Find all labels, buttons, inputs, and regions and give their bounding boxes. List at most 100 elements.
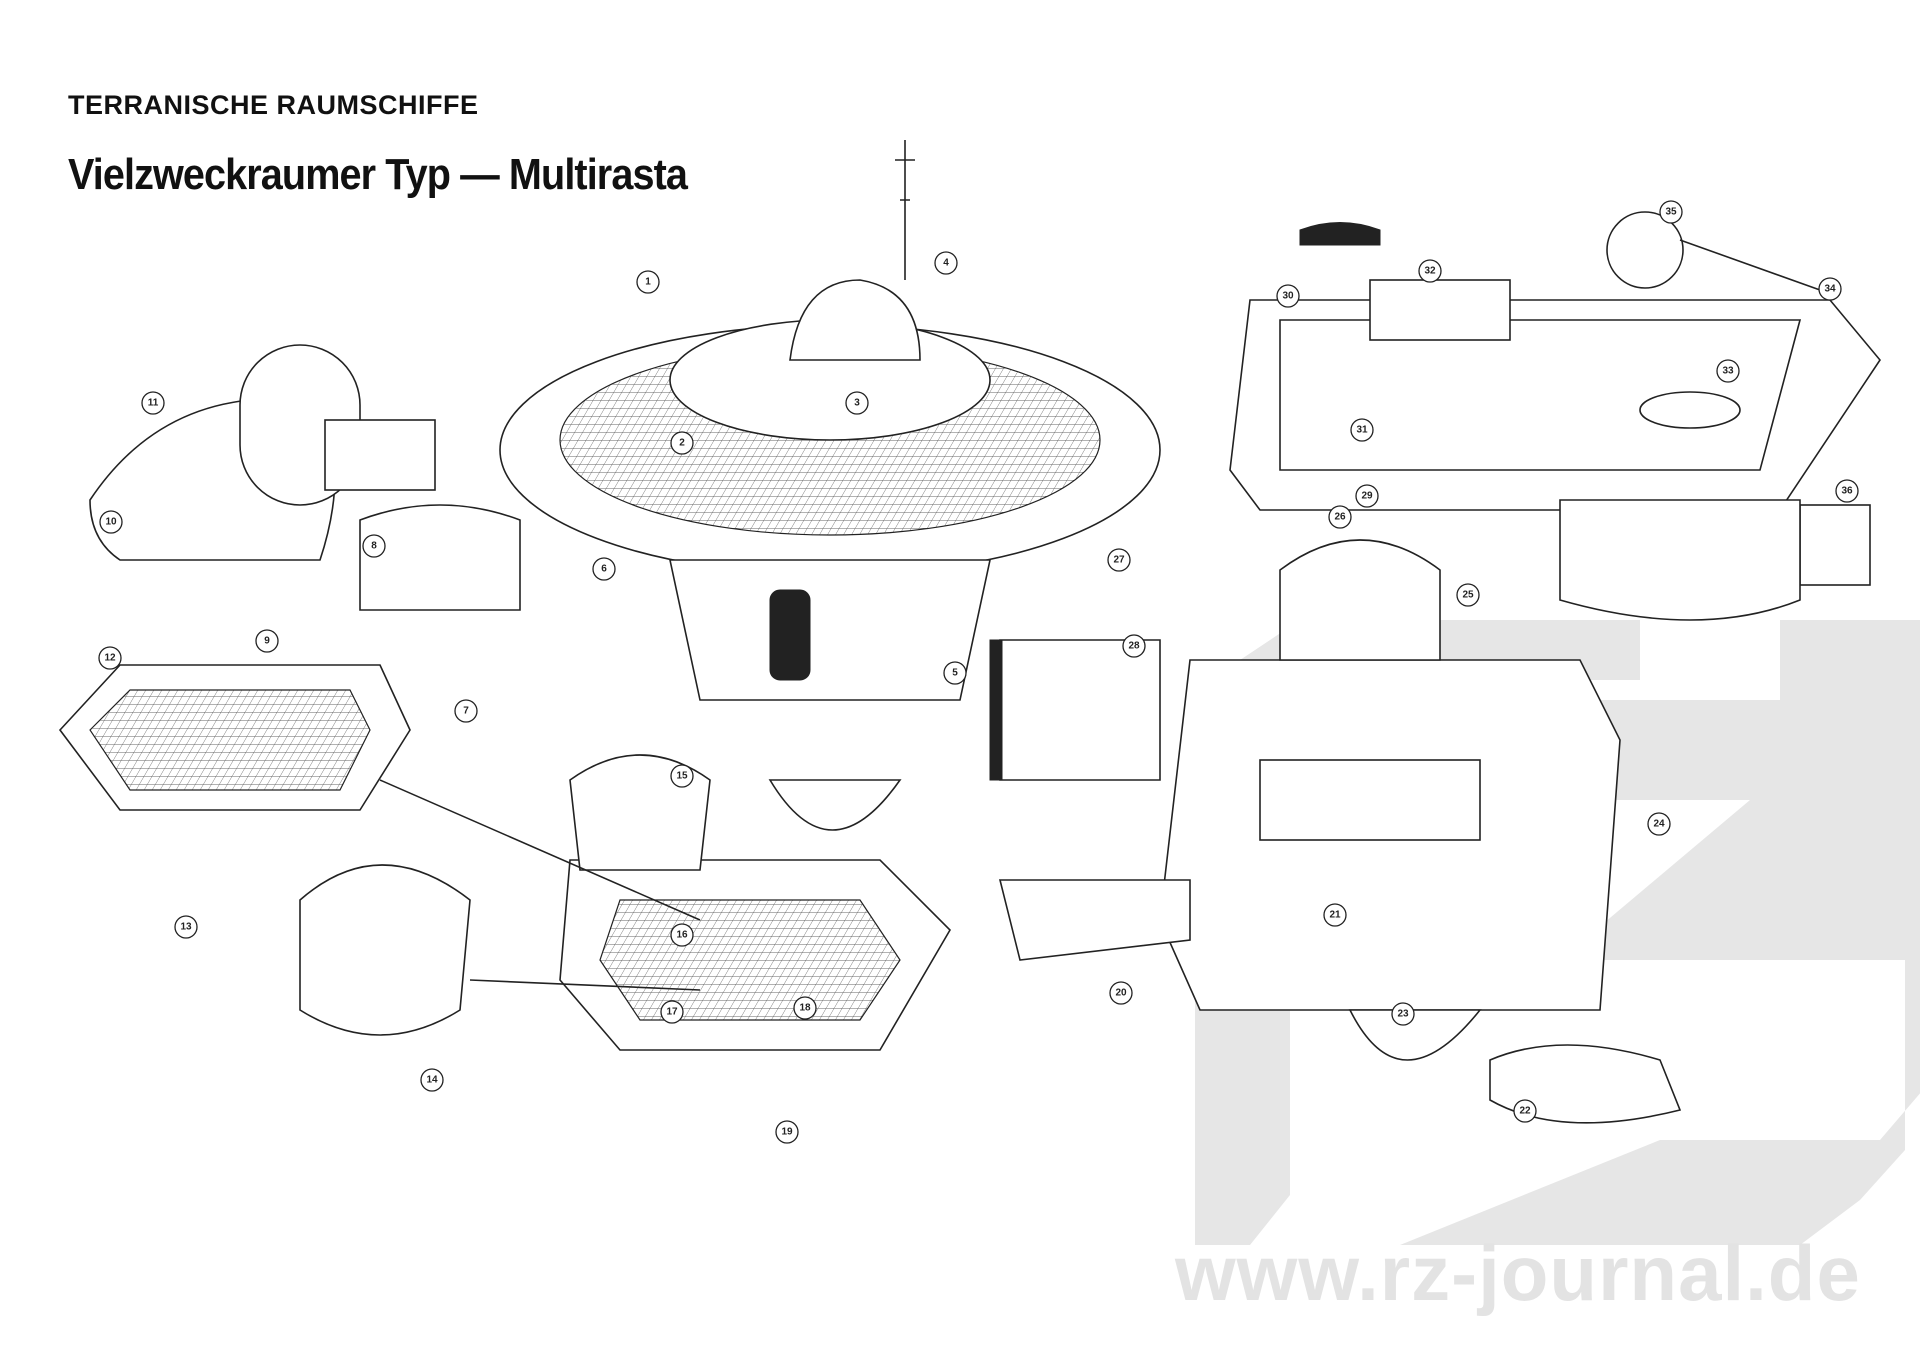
callout-16: 16: [670, 923, 694, 947]
callout-circle: [934, 251, 958, 275]
callout-24: 24: [1647, 812, 1671, 836]
callout-circle: [1659, 200, 1683, 224]
callout-circle: [670, 764, 694, 788]
callout-number: 5: [952, 668, 958, 679]
callout-number: 31: [1356, 425, 1368, 436]
callout-23: 23: [1391, 1002, 1415, 1026]
callout-circle: [174, 915, 198, 939]
callout-number: 9: [264, 636, 270, 647]
callout-30: 30: [1276, 284, 1300, 308]
callout-number: 32: [1424, 266, 1436, 277]
callout-circle: [775, 1120, 799, 1144]
callout-9: 9: [255, 629, 279, 653]
callout-number: 17: [666, 1007, 678, 1018]
callout-circle: [943, 661, 967, 685]
callout-circle: [1355, 484, 1379, 508]
callout-circle: [793, 996, 817, 1020]
callout-circle: [1276, 284, 1300, 308]
callout-circle: [845, 391, 869, 415]
callout-circle: [1647, 812, 1671, 836]
callout-27: 27: [1107, 548, 1131, 572]
callout-32: 32: [1418, 259, 1442, 283]
callout-number: 15: [676, 771, 688, 782]
callout-31: 31: [1350, 418, 1374, 442]
callout-number: 13: [180, 922, 192, 933]
callout-number: 1: [645, 277, 651, 288]
callout-number: 14: [426, 1075, 438, 1086]
callout-number: 30: [1282, 291, 1294, 302]
landing-platform: [1229, 211, 1881, 621]
callout-6: 6: [592, 557, 616, 581]
callout-19: 19: [775, 1120, 799, 1144]
callout-2: 2: [670, 431, 694, 455]
callout-33: 33: [1716, 359, 1740, 383]
callout-circle: [1350, 418, 1374, 442]
callout-circle: [454, 699, 478, 723]
callout-number: 36: [1841, 486, 1853, 497]
callout-21: 21: [1323, 903, 1347, 927]
callout-circle: [1456, 583, 1480, 607]
callout-circle: [636, 270, 660, 294]
callout-circle: [670, 431, 694, 455]
callout-7: 7: [454, 699, 478, 723]
callout-36: 36: [1835, 479, 1859, 503]
callout-number: 18: [799, 1003, 811, 1014]
callout-12: 12: [98, 646, 122, 670]
callout-number: 35: [1665, 207, 1677, 218]
callout-22: 22: [1513, 1099, 1537, 1123]
callout-number: 10: [105, 517, 117, 528]
callout-number: 26: [1334, 512, 1346, 523]
callout-number: 3: [854, 398, 860, 409]
callout-number: 23: [1397, 1009, 1409, 1020]
callout-circle: [141, 391, 165, 415]
callout-circle: [1835, 479, 1859, 503]
callout-circle: [1109, 981, 1133, 1005]
callout-34: 34: [1818, 277, 1842, 301]
callout-circle: [1391, 1002, 1415, 1026]
callout-number: 22: [1519, 1106, 1531, 1117]
callout-circle: [362, 534, 386, 558]
callout-35: 35: [1659, 200, 1683, 224]
page-title: Vielzweckraumer Typ — Multirasta: [68, 150, 688, 199]
kicker-heading: TERRANISCHE RAUMSCHIFFE: [68, 90, 479, 120]
callout-13: 13: [174, 915, 198, 939]
callout-3: 3: [845, 391, 869, 415]
callout-circle: [1323, 903, 1347, 927]
callout-28: 28: [1122, 634, 1146, 658]
callout-circle: [99, 510, 123, 534]
callout-number: 20: [1115, 988, 1127, 999]
callout-number: 16: [676, 930, 688, 941]
callout-18: 18: [793, 996, 817, 1020]
callout-number: 11: [148, 398, 159, 409]
watermark-url: www.rz-journal.de: [1175, 1229, 1861, 1317]
right-modules: [989, 539, 1682, 1124]
callout-26: 26: [1328, 505, 1352, 529]
callout-circle: [255, 629, 279, 653]
callout-circle: [1513, 1099, 1537, 1123]
callout-circle: [1107, 548, 1131, 572]
callout-circle: [592, 557, 616, 581]
callout-number: 24: [1653, 819, 1665, 830]
callout-number: 4: [943, 258, 949, 269]
callout-circle: [1122, 634, 1146, 658]
callout-number: 28: [1128, 641, 1140, 652]
callout-20: 20: [1109, 981, 1133, 1005]
callout-circle: [1418, 259, 1442, 283]
callout-circle: [420, 1068, 444, 1092]
callout-14: 14: [420, 1068, 444, 1092]
callout-number: 2: [679, 438, 685, 449]
callout-number: 6: [601, 564, 607, 575]
callout-25: 25: [1456, 583, 1480, 607]
callout-8: 8: [362, 534, 386, 558]
callout-number: 8: [371, 541, 377, 552]
callout-number: 33: [1722, 366, 1734, 377]
callout-circle: [670, 923, 694, 947]
callout-circle: [660, 1000, 684, 1024]
callout-number: 25: [1462, 590, 1474, 601]
callout-circle: [1328, 505, 1352, 529]
callout-number: 21: [1329, 910, 1341, 921]
callout-17: 17: [660, 1000, 684, 1024]
callout-circle: [1818, 277, 1842, 301]
